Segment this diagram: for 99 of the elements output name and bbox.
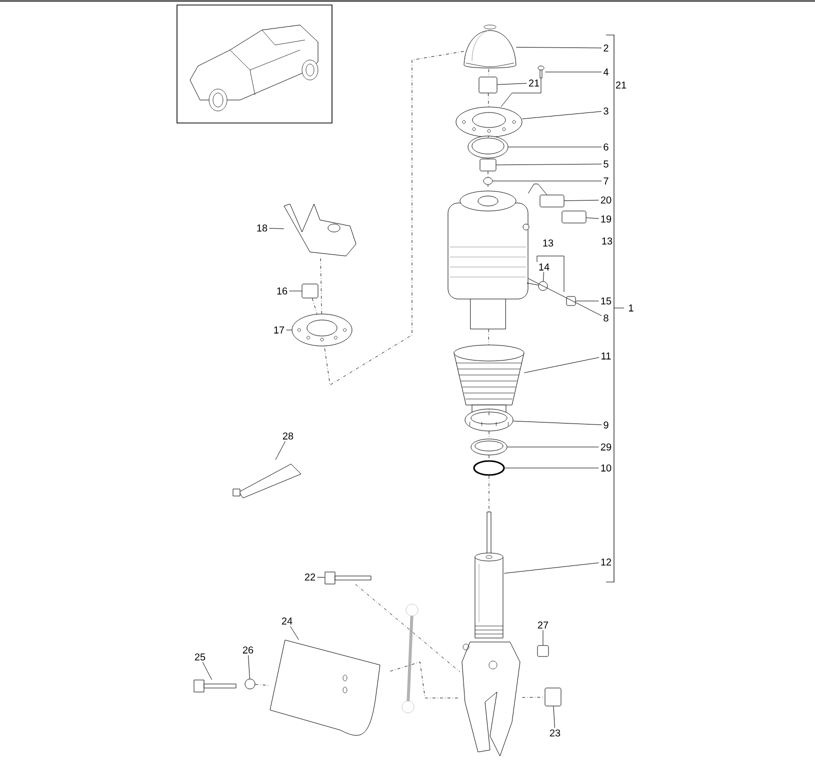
washer	[538, 281, 548, 291]
bracket-number: 13	[543, 239, 554, 247]
leader-line	[497, 83, 527, 85]
assembly-line	[324, 51, 464, 386]
leader-line	[504, 562, 599, 574]
fitting	[540, 194, 564, 208]
leader-line	[542, 630, 544, 646]
assembly-line	[390, 662, 460, 698]
tube	[232, 464, 302, 498]
leader-line	[512, 420, 602, 426]
callout-number: 12	[601, 558, 612, 566]
callout-number: 15	[601, 298, 612, 304]
callout-number: 11	[602, 352, 611, 360]
o-ring	[473, 460, 505, 476]
guide-line	[528, 184, 548, 195]
callout-number: 7	[604, 178, 608, 184]
cap	[464, 24, 516, 68]
callout-number: 10	[601, 464, 612, 472]
assembly-line	[488, 136, 489, 138]
bracket-number: 1	[629, 304, 634, 312]
leader-line	[496, 164, 602, 166]
callout-number: 9	[604, 421, 608, 429]
assembly-line	[488, 68, 490, 77]
callout-number: 22	[304, 574, 316, 580]
leader-line	[506, 446, 599, 448]
callout-number: 21	[528, 80, 540, 86]
leader-line	[275, 441, 286, 460]
leader-line	[586, 218, 599, 219]
callout-number: 26	[242, 646, 254, 654]
callout-number: 3	[604, 107, 608, 115]
assembly-line	[488, 454, 490, 460]
callout-number: 8	[604, 314, 608, 322]
callout-number: 24	[282, 618, 292, 624]
assembly-line	[488, 408, 490, 416]
leader-line	[564, 200, 599, 202]
callout-number: 19	[601, 215, 612, 223]
nut	[480, 158, 496, 172]
air-spring	[448, 190, 530, 330]
assembly-line	[312, 298, 318, 314]
callout-number: 2	[604, 44, 608, 52]
bracket	[284, 204, 356, 256]
mounting-plate	[292, 314, 352, 346]
washer	[483, 177, 493, 185]
damper	[474, 512, 504, 638]
leader-line	[528, 278, 602, 316]
assembly-line	[355, 584, 460, 672]
leader-line	[202, 662, 212, 680]
callout-number: 4	[603, 68, 608, 76]
leader-line	[492, 180, 602, 182]
nut	[478, 76, 498, 94]
callout-number: 5	[604, 160, 608, 168]
callout-number: 6	[604, 143, 608, 151]
leader-line	[289, 290, 302, 292]
nut	[537, 645, 549, 657]
leader-line	[248, 654, 250, 679]
washer	[244, 678, 256, 690]
callout-number: 18	[257, 224, 268, 232]
leader-line	[508, 146, 602, 148]
bolt	[194, 680, 236, 692]
callout-number: 16	[277, 287, 288, 295]
ring-nut	[464, 408, 514, 432]
callout-number: 25	[194, 653, 206, 661]
valve	[562, 210, 586, 224]
callout-number: 21	[616, 82, 626, 88]
ring	[470, 438, 508, 456]
assembly-line	[488, 328, 489, 346]
bearing	[468, 136, 508, 158]
callout-number: 23	[550, 729, 560, 737]
leader-line	[576, 300, 599, 302]
leader-line	[553, 706, 555, 728]
bolt	[324, 572, 372, 584]
assembly-line	[320, 256, 322, 314]
leader-line	[522, 111, 602, 120]
callout-number: 14	[539, 264, 550, 270]
bracket-number: 13	[602, 237, 612, 245]
plug	[566, 296, 576, 306]
fork	[462, 642, 520, 756]
callout-number: 28	[282, 432, 294, 440]
leader-line	[269, 228, 284, 229]
screw	[538, 66, 544, 78]
leader-line	[317, 576, 326, 578]
assembly-line	[488, 430, 490, 440]
nut	[302, 284, 318, 298]
callout-number: 29	[600, 443, 612, 451]
leader-line	[516, 46, 602, 48]
cover	[270, 640, 380, 736]
leader-line	[524, 357, 600, 374]
assembly-line	[522, 696, 545, 698]
callout-number: 27	[538, 622, 548, 628]
assembly-line	[488, 93, 489, 108]
assembly-line	[255, 684, 270, 686]
leader-line	[290, 626, 299, 640]
assembly-line	[488, 476, 490, 512]
nut	[544, 688, 562, 706]
guide-line	[526, 282, 539, 286]
callout-number: 20	[600, 196, 612, 204]
guide-line	[500, 78, 542, 108]
leader-line	[543, 272, 544, 282]
callout-number: 17	[274, 326, 284, 334]
